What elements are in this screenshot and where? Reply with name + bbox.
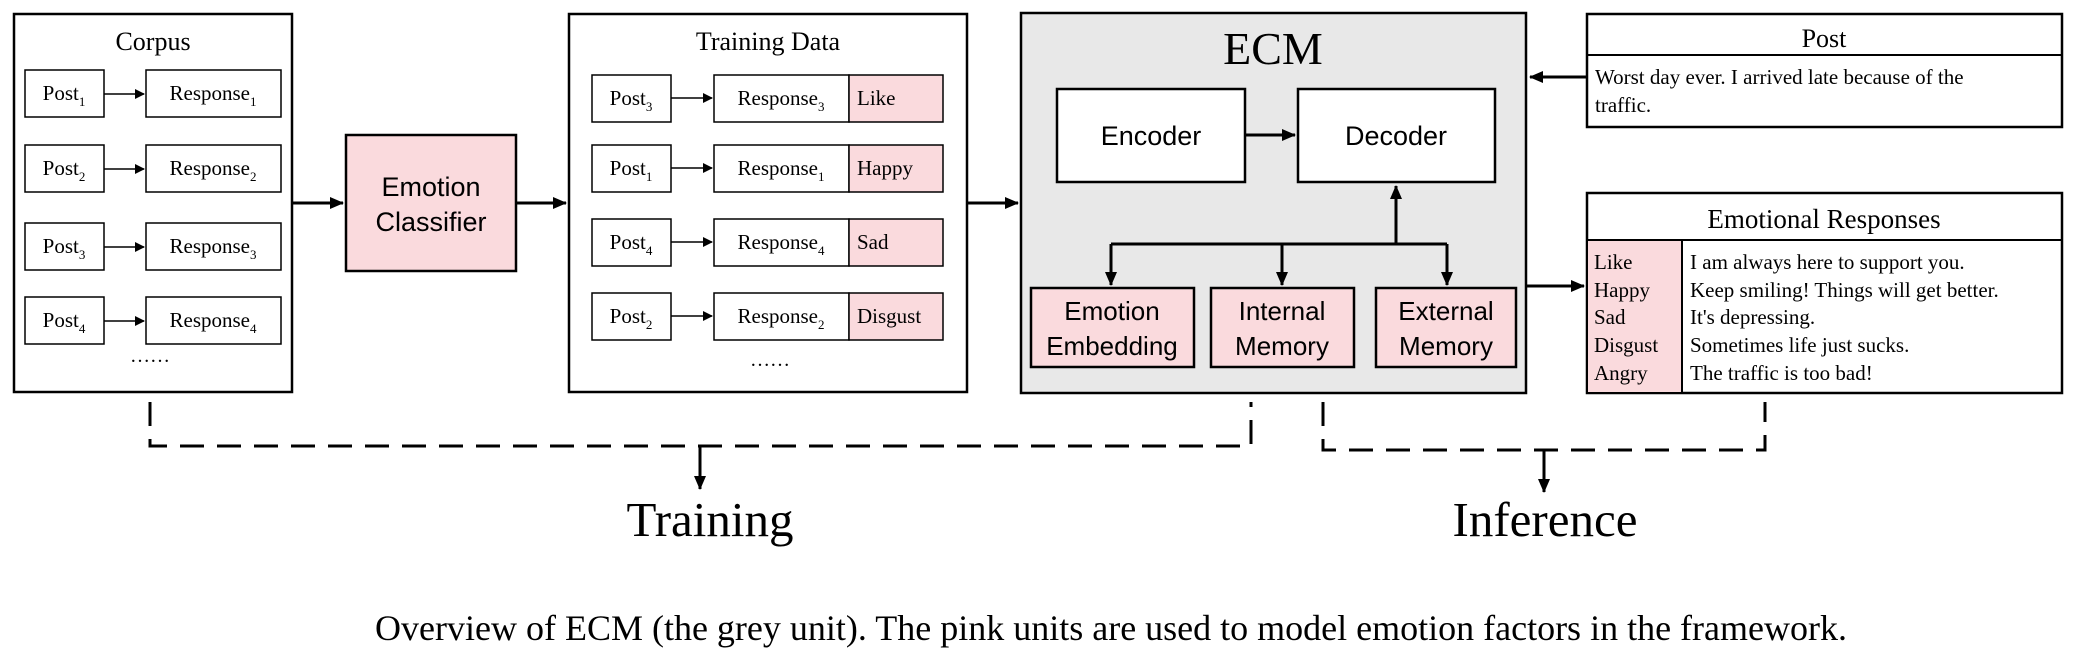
internal-memory-line1: Internal (1239, 296, 1326, 326)
response-text: Keep smiling! Things will get better. (1690, 278, 1999, 302)
post-panel: Post Worst day ever. I arrived late beca… (1585, 12, 2064, 129)
external-memory-line1: External (1398, 296, 1493, 326)
inference-bracket: Inference (1321, 402, 1767, 547)
inference-label: Inference (1453, 492, 1638, 547)
corpus-panel: Corpus Post1 Response1 Post2 Response2 P… (12, 12, 294, 394)
emotion-label-cell (848, 74, 944, 123)
post-text-line1: Worst day ever. I arrived late because o… (1595, 65, 1964, 89)
training-label: Training (626, 492, 793, 547)
response-row: Disgust Sometimes life just sucks. (1594, 333, 1909, 357)
ecm-title: ECM (1223, 23, 1323, 74)
emotion-classifier: Emotion Classifier (344, 133, 518, 273)
post-title: Post (1802, 24, 1848, 53)
corpus-pair: Post2 Response2 (24, 144, 282, 193)
response-text: Sometimes life just sucks. (1690, 333, 1909, 357)
emotion-embedding-box (1029, 286, 1196, 369)
classifier-line1: Emotion (381, 172, 480, 202)
training-response: Response3 (738, 86, 825, 114)
emotion-embedding-line1: Emotion (1064, 296, 1159, 326)
emotion-embedding-line2: Embedding (1046, 331, 1178, 361)
training-data-row: Post3 Response3 Like (591, 74, 944, 123)
training-data-title: Training Data (696, 27, 841, 56)
corpus-pair: Post1 Response1 (24, 69, 282, 118)
response-text: I am always here to support you. (1690, 250, 1965, 274)
corpus-response: Response2 (170, 156, 257, 184)
training-response: Response1 (738, 156, 825, 184)
internal-memory-line2: Memory (1235, 331, 1329, 361)
figure-caption: Overview of ECM (the grey unit). The pin… (375, 608, 1847, 648)
emotion-label-cell (848, 292, 944, 341)
response-text: It's depressing. (1690, 305, 1815, 329)
response-emotion: Angry (1594, 361, 1648, 385)
corpus-post: Post3 (43, 234, 86, 262)
training-data-row: Post2 Response2 Disgust (591, 292, 944, 341)
corpus-post: Post4 (43, 308, 86, 336)
training-post: Post2 (610, 304, 653, 332)
internal-memory-box (1209, 286, 1356, 369)
emotion-label-cell (848, 144, 944, 193)
training-data-row: Post4 Response4 Sad (591, 218, 944, 267)
response-emotion: Like (1594, 250, 1632, 274)
corpus-response: Response3 (170, 234, 257, 262)
training-data-row: Post1 Response1 Happy (591, 144, 944, 193)
decoder-box (1296, 87, 1497, 184)
training-emotion-label: Disgust (857, 304, 921, 328)
training-emotion-label: Happy (857, 156, 913, 180)
training-emotion-label: Like (857, 86, 895, 110)
training-data-panel: Training Data Post3 Response3 Like Post1… (567, 12, 969, 394)
response-emotion: Disgust (1594, 333, 1658, 357)
corpus-post: Post1 (43, 81, 86, 109)
corpus-pair: Post4 Response4 (24, 296, 282, 345)
corpus-post: Post2 (43, 156, 86, 184)
emotion-label-cell (848, 218, 944, 267)
response-row: Like I am always here to support you. (1594, 250, 1965, 274)
encoder-label: Encoder (1101, 121, 1202, 151)
response-row: Happy Keep smiling! Things will get bett… (1594, 278, 1999, 302)
response-row: Sad It's depressing. (1594, 305, 1815, 329)
training-post: Post4 (610, 230, 653, 258)
emotional-responses-panel: Emotional Responses Like I am always her… (1585, 191, 2064, 395)
decoder-label: Decoder (1345, 121, 1447, 151)
response-emotion: Happy (1594, 278, 1650, 302)
response-text: The traffic is too bad! (1690, 361, 1873, 385)
corpus-title: Corpus (115, 27, 190, 56)
post-text-line2: traffic. (1595, 93, 1651, 117)
corpus-ellipsis: …… (130, 345, 170, 367)
training-response: Response2 (738, 304, 825, 332)
ecm-unit: ECM Encoder Decoder Emotion Embedding In… (1019, 11, 1528, 395)
response-emotion: Sad (1594, 305, 1626, 329)
external-memory-box (1374, 286, 1518, 369)
training-response: Response4 (738, 230, 826, 258)
corpus-pair: Post3 Response3 (24, 222, 282, 271)
corpus-response: Response4 (170, 308, 258, 336)
external-memory-line2: Memory (1399, 331, 1493, 361)
training-data-ellipsis: …… (750, 349, 790, 371)
training-post: Post3 (610, 86, 653, 114)
training-bracket: Training (148, 402, 1253, 547)
emotional-responses-title: Emotional Responses (1707, 204, 1940, 234)
classifier-line2: Classifier (375, 207, 486, 237)
corpus-response: Response1 (170, 81, 257, 109)
response-row: Angry The traffic is too bad! (1594, 361, 1873, 385)
training-emotion-label: Sad (857, 230, 889, 254)
training-post: Post1 (610, 156, 653, 184)
